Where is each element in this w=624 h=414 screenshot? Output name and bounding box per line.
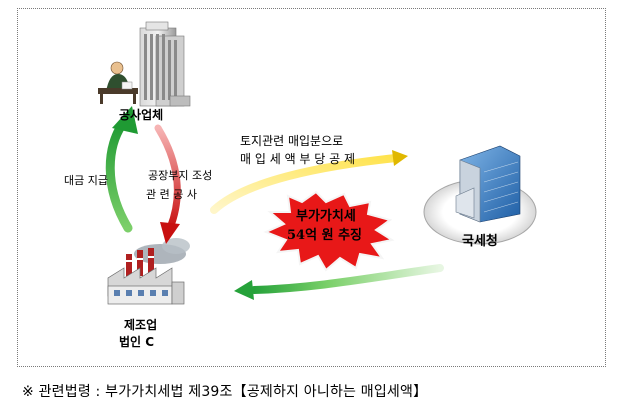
construction-label-line2: 관 련 공 사: [146, 188, 197, 201]
corporation-building-icon: [98, 21, 191, 107]
factory-icon: [107, 238, 190, 305]
tax-office-label: 국세청: [462, 234, 498, 249]
tax-office-building-icon: [455, 145, 521, 223]
assessment-arrow: [250, 264, 444, 294]
construction-arrowhead: [160, 222, 180, 244]
manufacturer-label-line2: 법인 C: [119, 335, 155, 349]
deduction-label-line2: 매 입 세 액 부 당 공 제: [240, 152, 356, 166]
construction-arrow: [154, 124, 181, 232]
corporation-label: 공사업체: [119, 108, 164, 122]
tax-assessment-burst: [263, 190, 395, 272]
assessment-label-line2: 54억 원 추징: [287, 228, 362, 243]
manufacturer-label-line1: 제조업: [124, 318, 158, 332]
diagram-frame: [17, 8, 606, 367]
deduction-arrow: [210, 154, 400, 214]
legal-reference-caption: ※ 관련법령 : 부가가치세법 제39조【공제하지 아니하는 매입세액】: [22, 384, 428, 400]
payment-label: 대금 지급: [64, 174, 108, 187]
deduction-label-line1: 토지관련 매입분으로: [240, 134, 344, 148]
payment-arrowhead: [112, 106, 138, 134]
assessment-arrowhead: [234, 280, 254, 300]
assessment-label-line1: 부가가치세: [296, 209, 356, 224]
payment-arrow: [105, 117, 133, 233]
construction-label-line1: 공장부지 조성: [148, 169, 213, 182]
deduction-arrowhead: [392, 150, 408, 166]
